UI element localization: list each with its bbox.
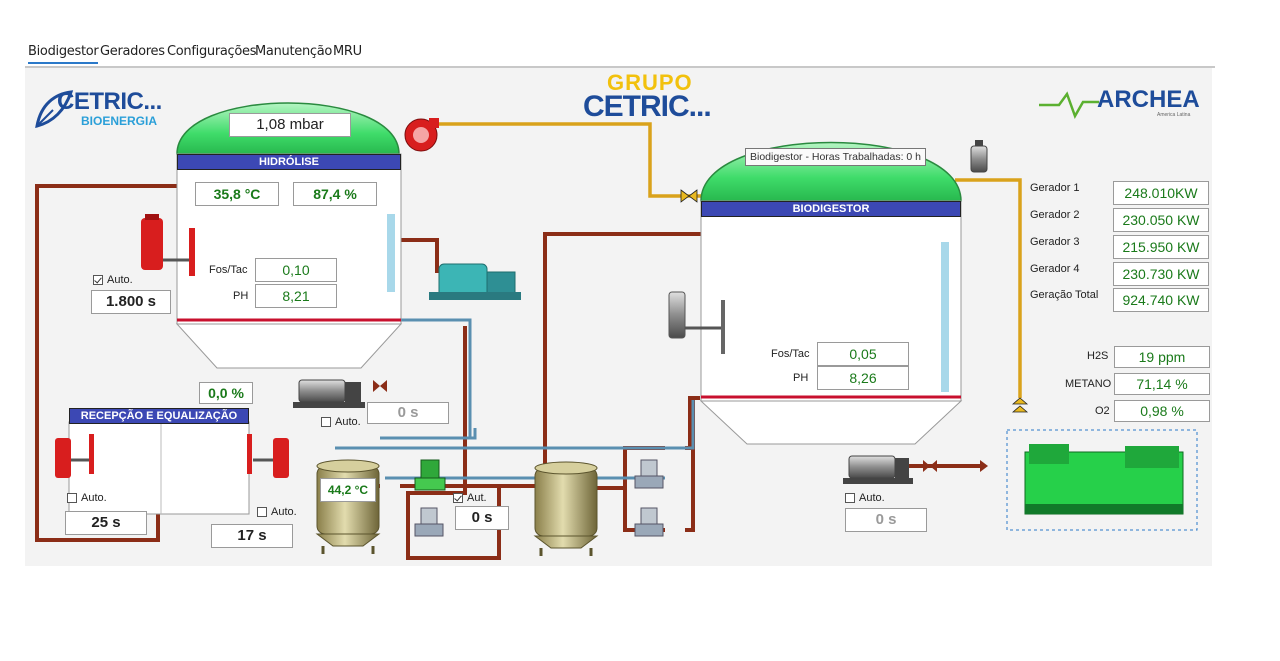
process-diagram: CETRIC... BIOENERGIA GRUPO CETRIC... ARC… (25, 68, 1212, 566)
storage-tank (533, 461, 599, 556)
transfer-pump-auto-checkbox[interactable]: Auto. (321, 416, 361, 428)
checkbox-label: Auto. (335, 416, 361, 428)
gas-label: O2 (1095, 405, 1110, 417)
biodigestor-fostac-label: Fos/Tac (771, 348, 810, 360)
cetric-subtitle: BIOENERGIA (81, 114, 158, 128)
blower-icon (404, 118, 439, 152)
valve-icons (680, 189, 1029, 413)
archea-wave-icon (1039, 91, 1099, 119)
generator-icon (1024, 444, 1184, 515)
heater-temperature: 44,2 °C (320, 478, 376, 502)
hydrolysis-ph-value: 8,21 (255, 284, 337, 308)
hydrolysis-pump-icon (429, 263, 521, 300)
reception-right-auto-checkbox[interactable]: Auto. (257, 506, 297, 518)
generator-value: 248.010KW (1113, 181, 1209, 205)
generation-total-value: 924.740 KW (1113, 288, 1209, 312)
hydrolysis-mixer-time: 1.800 s (91, 290, 171, 314)
reception-left-agitator-icon (55, 434, 94, 478)
dosing-pump-1-icon (414, 507, 444, 537)
checkbox-label: Auto. (107, 274, 133, 286)
biodigestor-ph-label: PH (793, 372, 809, 384)
checkbox-box[interactable] (845, 493, 855, 503)
cetric-logo: CETRIC... BIOENERGIA (31, 86, 191, 134)
tab-biodigestor[interactable]: Biodigestor (28, 44, 99, 64)
archea-title: ARCHEA (1097, 86, 1200, 113)
hydrolysis-auto-checkbox[interactable]: Auto. (93, 274, 133, 286)
generation-total-label: Geração Total (1030, 289, 1099, 301)
tab-configuracoes[interactable]: Configurações (167, 44, 257, 59)
checkbox-box[interactable] (257, 507, 267, 517)
reception-left-time: 25 s (65, 511, 147, 535)
hydrolysis-band: HIDRÓLISE (177, 154, 401, 170)
generator-value: 215.950 KW (1113, 235, 1209, 259)
biodigestor-ph-value: 8,26 (817, 366, 909, 390)
hydrolysis-ph-label: PH (233, 290, 249, 302)
dosing-pump-3-icon (634, 507, 664, 537)
reception-right-time: 17 s (211, 524, 293, 548)
transfer-pump-icon (293, 379, 365, 408)
biodigestor-hours: Biodigestor - Horas Trabalhadas: 0 h (745, 148, 927, 166)
checkbox-box[interactable] (321, 417, 331, 427)
hydrolysis-fostac-value: 0,10 (255, 258, 337, 282)
checkbox-label: Auto. (81, 492, 107, 504)
manual-valve-icons (373, 380, 988, 472)
gas-label: METANO (1065, 378, 1112, 390)
checkbox-box[interactable] (93, 275, 103, 285)
grupo-cetric-title: CETRIC... (583, 90, 712, 123)
gas-pipes (437, 122, 1022, 398)
hydrolysis-fostac-label: Fos/Tac (209, 264, 248, 276)
tab-manutencao[interactable]: Manutenção (255, 44, 333, 59)
discharge-pump-time: 0 s (845, 508, 927, 532)
biodigestor-fostac-value: 0,05 (817, 342, 909, 366)
gas-label: H2S (1087, 350, 1109, 362)
hydrolysis-temperature: 35,8 °C (195, 182, 279, 206)
cetric-leaf-icon (35, 90, 74, 129)
tab-bar: Biodigestor Geradores Configurações Manu… (25, 42, 1215, 68)
process-graphics (35, 102, 1198, 560)
checkbox-label: Auto. (859, 492, 885, 504)
heater-time: 0 s (455, 506, 509, 530)
biodigestor-agitator-icon (668, 291, 725, 354)
hydrolysis-pressure: 1,08 mbar (229, 113, 351, 137)
generator-label: Gerador 4 (1030, 263, 1080, 275)
gas-filter-icon (970, 140, 988, 173)
generator-value: 230.730 KW (1113, 262, 1209, 286)
generator-label: Gerador 2 (1030, 209, 1080, 221)
biodigestor-band: BIODIGESTOR (701, 201, 961, 217)
hydrolysis-level: 87,4 % (293, 182, 377, 206)
checkbox-label: Auto. (271, 506, 297, 518)
reception-band: RECEPÇÃO E EQUALIZAÇÃO (69, 408, 249, 424)
tab-geradores[interactable]: Geradores (100, 44, 165, 59)
reception-level: 0,0 % (199, 382, 253, 404)
dosing-pump-2-icon (634, 459, 664, 489)
grupo-cetric-logo: GRUPO CETRIC... (581, 68, 731, 126)
archea-logo: ARCHEA America Latina (1039, 84, 1209, 128)
circulation-pump-icon (414, 459, 446, 491)
gas-value: 71,14 % (1114, 373, 1210, 395)
tab-mru[interactable]: MRU (333, 44, 362, 59)
discharge-pump-icon (843, 455, 913, 484)
checkbox-box[interactable] (453, 493, 463, 503)
biodigestor-tank (699, 141, 963, 445)
hydrolysis-tank (175, 102, 403, 369)
gas-value: 0,98 % (1114, 400, 1210, 422)
cetric-title: CETRIC... (57, 88, 162, 115)
heater-auto-checkbox[interactable]: Aut. (453, 492, 487, 504)
transfer-pump-time: 0 s (367, 402, 449, 424)
gas-value: 19 ppm (1114, 346, 1210, 368)
generator-frame (1006, 429, 1198, 531)
generator-label: Gerador 1 (1030, 182, 1080, 194)
generator-label: Gerador 3 (1030, 236, 1080, 248)
grupo-label: GRUPO (607, 70, 693, 95)
checkbox-box[interactable] (67, 493, 77, 503)
checkbox-label: Aut. (467, 492, 487, 504)
hydrolysis-agitator-icon (141, 214, 195, 276)
heater-tank (315, 459, 381, 554)
reception-right-agitator-icon (247, 434, 289, 478)
reception-left-auto-checkbox[interactable]: Auto. (67, 492, 107, 504)
generator-value: 230.050 KW (1113, 208, 1209, 232)
discharge-pump-auto-checkbox[interactable]: Auto. (845, 492, 885, 504)
archea-subtitle: America Latina (1157, 112, 1191, 118)
